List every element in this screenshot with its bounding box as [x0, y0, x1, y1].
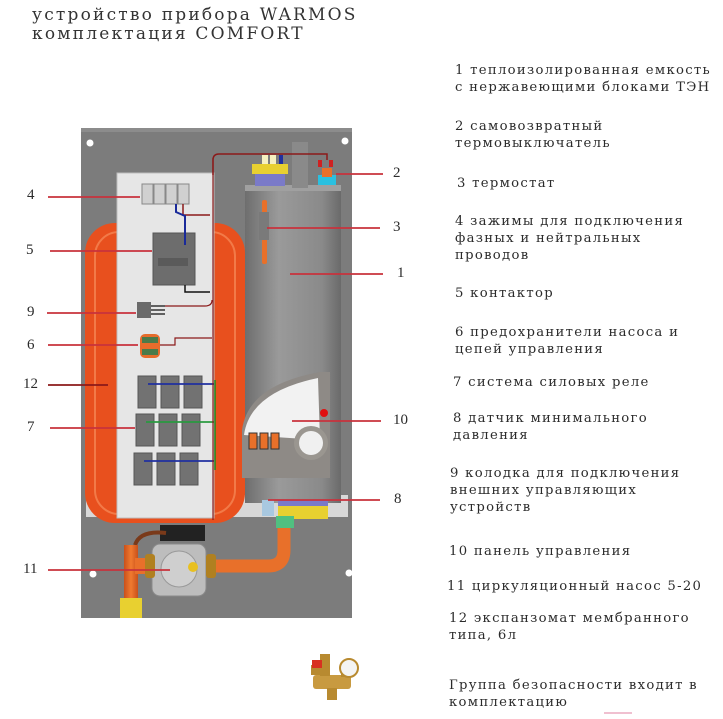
thermal-cutout: [318, 160, 336, 185]
power-relay: [133, 452, 153, 486]
title-line-2: комплектация COMFORT: [32, 24, 305, 44]
diagram-title: устройство прибора WARMOS комплектация C…: [32, 6, 358, 44]
callout-number-6: 6: [27, 337, 35, 353]
callout-number-2: 2: [393, 165, 401, 181]
power-relay: [156, 452, 176, 486]
mount-hole: [341, 137, 349, 145]
legend-item-4: 4 зажимы для подключения фазных и нейтра…: [455, 214, 685, 263]
legend-item-1: 1 теплоизолированная емкость с нержавеющ…: [455, 63, 712, 95]
power-relay: [183, 375, 203, 409]
power-switch: [270, 432, 280, 450]
legend-item-12: 12 экспанзомат мембранного типа, 6л: [449, 611, 690, 643]
pressure-sensor: [262, 500, 274, 516]
title-line-1: устройство прибора WARMOS: [32, 5, 358, 25]
mount-hole: [86, 139, 94, 147]
legend-item-3: 3 термостат: [457, 176, 556, 191]
legend-item-7: 7 система силовых реле: [453, 375, 650, 390]
legend-item-5: 5 контактор: [455, 286, 554, 301]
external-connection-block: [137, 302, 165, 318]
callout-number-9: 9: [27, 304, 35, 320]
callout-number-7: 7: [27, 419, 35, 435]
callout-number-4: 4: [27, 187, 35, 203]
power-relay: [135, 413, 155, 447]
contactor: [152, 232, 196, 286]
control-panel: [242, 372, 330, 490]
power-relay: [137, 375, 157, 409]
fuses: [140, 334, 160, 358]
callout-number-8: 8: [394, 491, 402, 507]
decorative-underline: [604, 712, 632, 714]
legend-item-8: 8 датчик минимального давления: [453, 411, 648, 443]
callout-number-12: 12: [23, 376, 38, 392]
callout-lines: [47, 173, 383, 571]
terminal-clamps: [141, 183, 190, 205]
temperature-knob: [299, 431, 323, 455]
safety-group-image: [311, 654, 359, 700]
legend-item-9: 9 колодка для подключения внешних управл…: [450, 466, 681, 515]
power-switch: [259, 432, 269, 450]
legend-item-2: 2 самовозвратный термовыключатель: [455, 119, 611, 151]
callout-number-10: 10: [393, 412, 408, 428]
circulation-pump: [120, 516, 294, 618]
power-switch: [248, 432, 258, 450]
power-relays: [133, 375, 214, 486]
power-relay: [181, 413, 201, 447]
power-relay: [160, 375, 180, 409]
callout-number-1: 1: [397, 265, 405, 281]
mount-hole: [345, 569, 353, 577]
callout-number-11: 11: [23, 561, 38, 577]
legend-item-6: 6 предохранители насоса и цепей управлен…: [455, 325, 680, 357]
callout-number-5: 5: [26, 242, 34, 258]
power-relay: [158, 413, 178, 447]
indicator-led: [320, 409, 328, 417]
legend-item-10: 10 панель управления: [449, 544, 632, 559]
control-board: [116, 158, 216, 520]
callout-number-3: 3: [393, 219, 401, 235]
safety-group-note: Группа безопасности входит в комплектаци…: [449, 678, 698, 710]
thermostat: [259, 200, 269, 264]
power-relay: [179, 452, 199, 486]
legend-item-11: 11 циркуляционный насос 5-20: [447, 579, 703, 594]
mount-hole: [89, 570, 97, 578]
